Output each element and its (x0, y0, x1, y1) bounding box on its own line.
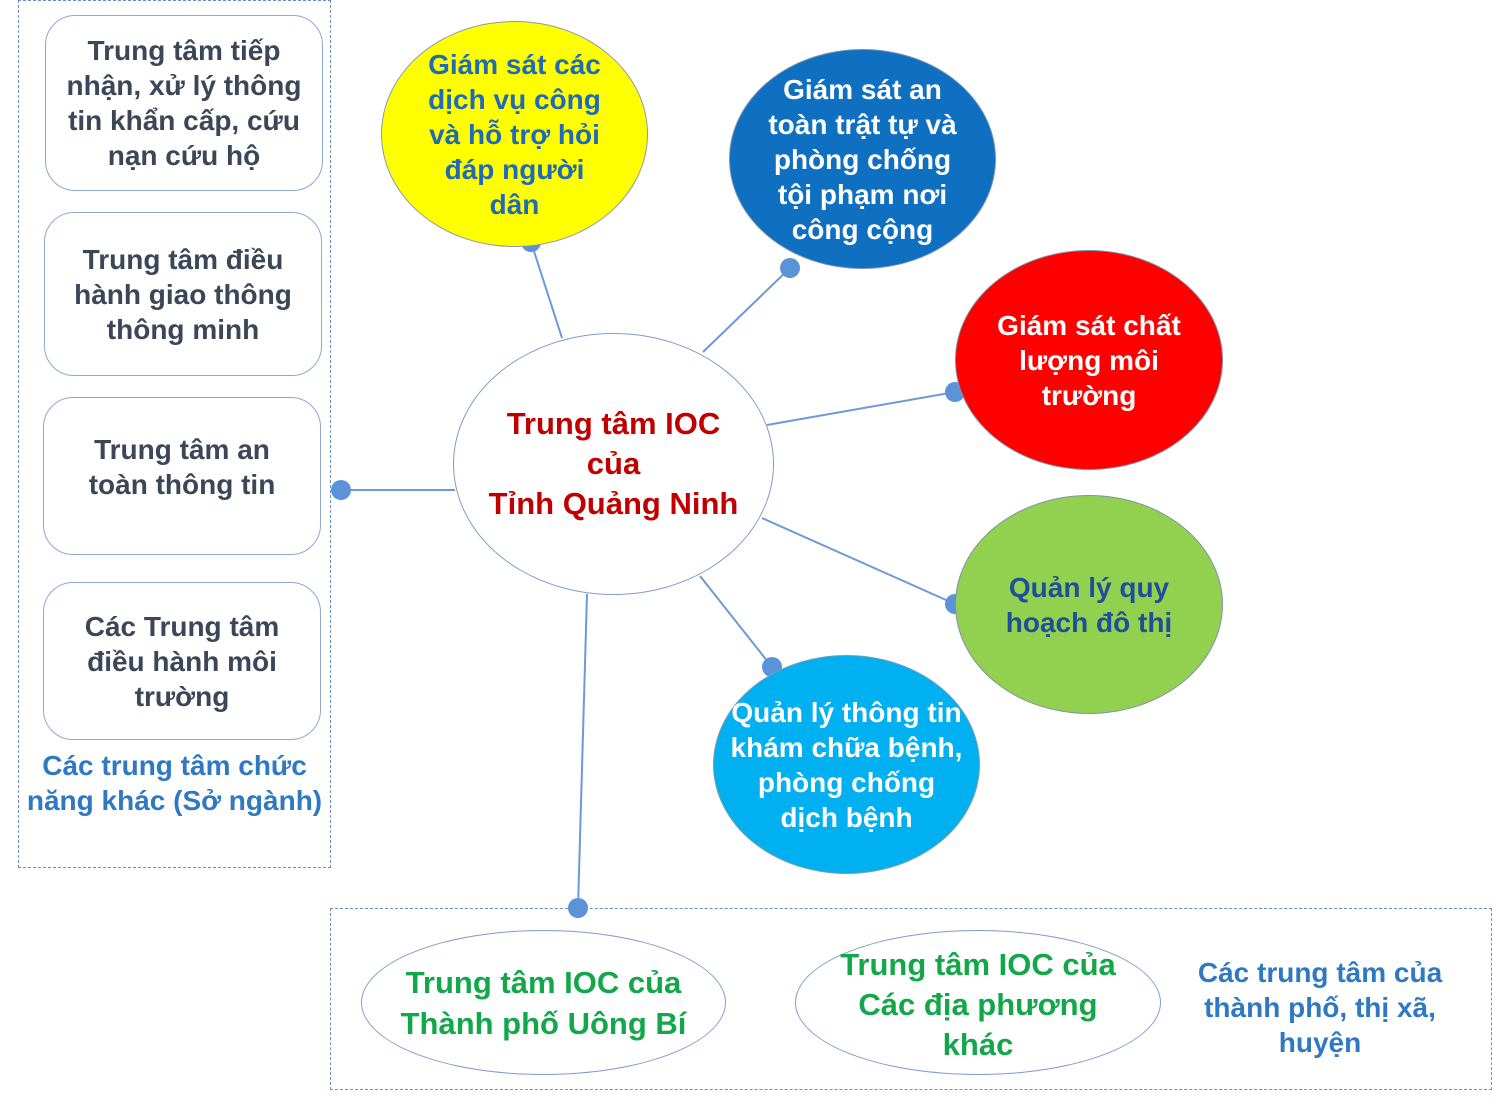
left-box-emergency-text: Trung tâm tiếp nhận, xử lý thông tin khẩ… (66, 35, 302, 171)
connector-dot-bottom-group (568, 898, 588, 918)
left-group-frame (18, 0, 331, 868)
connector-public-services (530, 241, 563, 339)
function-environment-text: Giám sát chất lượng môi trường (997, 309, 1181, 411)
function-health-text: Quản lý thông tin khám chữa bệnh, phòng … (730, 696, 963, 833)
function-urban-planning-text: Quản lý quy hoạch đô thị (1005, 571, 1173, 638)
connector-environment (766, 391, 956, 426)
center-ioc-title: Trung tâm IOC của Tỉnh Quảng Ninh (488, 406, 739, 521)
function-security-text: Giám sát an toàn trật tự và phòng chống … (768, 73, 957, 245)
function-security: Giám sát an toàn trật tự và phòng chống … (729, 49, 996, 269)
function-urban-planning: Quản lý quy hoạch đô thị (955, 495, 1223, 714)
left-box-environment: Các Trung tâm điều hành môi trường (43, 582, 321, 740)
connector-bottom-group (577, 593, 588, 909)
bottom-node-uong-bi-text: Trung tâm IOC của Thành phố Uông Bí (400, 964, 687, 1041)
left-box-infosec-text: Trung tâm an toàn thông tin (88, 434, 276, 500)
function-public-services: Giám sát các dịch vụ công và hỗ trợ hỏi … (381, 21, 648, 247)
left-box-infosec: Trung tâm an toàn thông tin (43, 397, 321, 555)
connector-health (699, 575, 773, 668)
connector-security (702, 267, 791, 353)
function-health: Quản lý thông tin khám chữa bệnh, phòng … (713, 655, 980, 874)
left-group-label: Các trung tâm chức năng khác (Sở ngành) (26, 750, 323, 816)
bottom-node-other-localities-text: Trung tâm IOC của Các địa phương khác (840, 946, 1116, 1062)
left-box-traffic-text: Trung tâm điều hành giao thông thông min… (74, 243, 292, 345)
center-ioc-node: Trung tâm IOC của Tỉnh Quảng Ninh (453, 333, 774, 595)
left-box-environment-text: Các Trung tâm điều hành môi trường (84, 610, 280, 712)
left-box-emergency: Trung tâm tiếp nhận, xử lý thông tin khẩ… (45, 15, 323, 191)
function-public-services-text: Giám sát các dịch vụ công và hỗ trợ hỏi … (428, 48, 601, 220)
connector-dot-left-group (331, 480, 351, 500)
bottom-node-uong-bi: Trung tâm IOC của Thành phố Uông Bí (361, 930, 726, 1075)
left-box-traffic: Trung tâm điều hành giao thông thông min… (44, 212, 322, 376)
function-environment: Giám sát chất lượng môi trường (955, 250, 1223, 470)
bottom-node-other-localities: Trung tâm IOC của Các địa phương khác (795, 930, 1161, 1075)
bottom-group-label: Các trung tâm của thành phố, thị xã, huy… (1197, 957, 1443, 1058)
connector-dot-security (780, 258, 800, 278)
connector-urban-planning (761, 517, 956, 605)
